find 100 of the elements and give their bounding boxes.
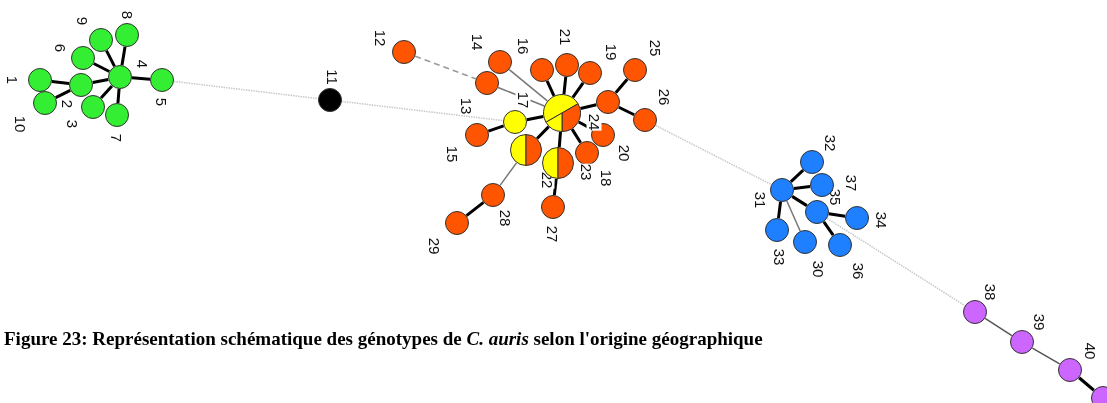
link-line [618, 105, 635, 117]
node-number: 31 [752, 191, 768, 209]
node-circle [805, 200, 829, 224]
node-number: 20 [616, 144, 632, 162]
node-circle [555, 53, 579, 77]
node-circle [596, 90, 620, 114]
link-line [465, 201, 485, 217]
node-circle [81, 95, 105, 119]
node-number: 1 [4, 75, 20, 85]
dotted-link-line [414, 55, 477, 80]
node-number: 23 [578, 163, 594, 181]
node-number: 27 [544, 225, 560, 243]
node-circle [89, 28, 113, 52]
node-number: 2 [59, 99, 75, 109]
link-line [526, 115, 544, 122]
node-circle [503, 110, 527, 134]
node-number: 21 [557, 28, 573, 46]
link-line [822, 221, 835, 236]
node-number: 24 [586, 113, 602, 131]
node-number: 40 [1082, 342, 1098, 360]
node-circle [108, 65, 132, 89]
node-number: 18 [598, 169, 614, 187]
link-line [545, 80, 556, 97]
link-line [571, 81, 585, 99]
node-number: 13 [458, 97, 474, 115]
node-circle [541, 195, 565, 219]
link-line [1078, 376, 1095, 392]
node-circle [71, 46, 95, 70]
link-line [777, 201, 782, 219]
node-circle [392, 40, 416, 64]
dotted-link-line [826, 217, 966, 307]
node-circle [800, 150, 824, 174]
link-line [120, 46, 127, 66]
node-circle [115, 23, 139, 47]
node-number: 12 [372, 29, 388, 47]
link-line [105, 50, 116, 67]
node-number: 25 [647, 39, 663, 57]
node-circle [765, 218, 789, 242]
link-line [580, 103, 597, 111]
node-number: 10 [12, 115, 28, 133]
node-number: 30 [810, 260, 826, 278]
link-line [828, 212, 846, 218]
node-number: 7 [108, 133, 124, 143]
node-number: 11 [324, 69, 340, 85]
node-number: 14 [469, 33, 485, 51]
node-circle [481, 183, 505, 207]
link-line [791, 195, 808, 207]
link-line [562, 76, 568, 95]
dotted-link-line [341, 100, 504, 122]
node-circle [845, 206, 869, 230]
link-line [614, 78, 629, 94]
link-line [786, 200, 801, 232]
node-circle [488, 50, 512, 74]
node-circle [1058, 358, 1082, 382]
node-circle [28, 68, 52, 92]
link-line [131, 76, 151, 81]
link-line [497, 86, 546, 107]
node-number: 32 [822, 134, 838, 152]
link-line [116, 88, 121, 104]
link-line [557, 131, 562, 148]
node-circle [578, 61, 602, 85]
node-number: 34 [873, 211, 889, 229]
node-number: 37 [843, 174, 859, 192]
node-circle [793, 230, 817, 254]
node-circle [150, 68, 174, 92]
link-line [793, 185, 811, 190]
link-line [93, 62, 110, 73]
node-number: 17 [515, 91, 531, 109]
node-number: 16 [515, 37, 531, 55]
node-number: 38 [982, 283, 998, 301]
node-circle [105, 103, 129, 127]
node-number: 39 [1031, 313, 1047, 331]
node-circle [475, 71, 499, 95]
figure-caption: Figure 23: Représentation schématique des génotypes de C. auris selon l'origine géographique [4, 328, 764, 350]
node-number: 6 [52, 43, 68, 53]
link-line [789, 169, 805, 183]
node-circle [1010, 330, 1034, 354]
node-number: 28 [497, 209, 513, 227]
node-circle [33, 91, 57, 115]
link-line [984, 317, 1013, 337]
node-number: 5 [153, 97, 169, 107]
node-circle [828, 233, 852, 257]
link-line [508, 68, 549, 102]
node-circle [623, 58, 647, 82]
node-circle [318, 88, 342, 112]
link-line [487, 124, 505, 133]
node-number: 4 [134, 59, 150, 69]
dotted-link-line [173, 80, 319, 100]
node-circle [445, 211, 469, 235]
link-line [536, 125, 550, 140]
dotted-link-line [654, 124, 773, 186]
node-circle [963, 300, 987, 324]
node-circle [69, 73, 93, 97]
link-line [51, 79, 70, 86]
node-circle [770, 178, 794, 202]
link-line [92, 77, 109, 85]
link-line [570, 128, 582, 144]
node-circle [465, 123, 489, 147]
node-number: 15 [444, 145, 460, 163]
node-number: 26 [656, 88, 672, 106]
